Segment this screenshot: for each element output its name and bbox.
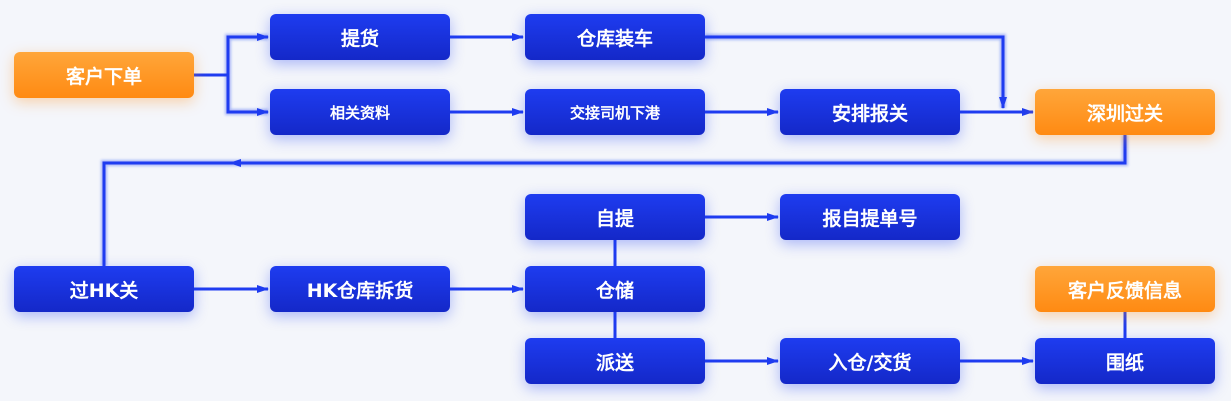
node-report: 报自提单号 bbox=[780, 194, 960, 240]
node-storage: 仓储 bbox=[525, 266, 705, 312]
node-loading: 仓库装车 bbox=[525, 14, 705, 60]
node-feedback: 客户反馈信息 bbox=[1035, 266, 1215, 312]
connector-loading-to-shenzhen bbox=[705, 35, 1007, 109]
node-receipt: 围纸 bbox=[1035, 338, 1215, 384]
connector-order-to-pickup-glow bbox=[225, 34, 268, 75]
node-order: 客户下单 bbox=[14, 52, 194, 98]
node-shenzhen: 深圳过关 bbox=[1035, 89, 1215, 135]
node-hk-unpack: HK仓库拆货 bbox=[270, 266, 450, 312]
node-declaration: 安排报关 bbox=[780, 89, 960, 135]
node-hk-customs: 过HK关 bbox=[14, 266, 194, 312]
node-self-pickup: 自提 bbox=[525, 194, 705, 240]
node-delivery: 派送 bbox=[525, 338, 705, 384]
connector-order-to-documents bbox=[226, 75, 269, 116]
connector-order-to-documents-glow bbox=[225, 75, 268, 115]
node-handover: 交接司机下港 bbox=[525, 89, 705, 135]
connector-order-to-pickup bbox=[226, 33, 269, 75]
node-warehouse-in: 入仓/交货 bbox=[780, 338, 960, 384]
node-documents: 相关资料 bbox=[270, 89, 450, 135]
node-pickup: 提货 bbox=[270, 14, 450, 60]
connector-shenzhen-to-hk-customs bbox=[102, 135, 1127, 266]
